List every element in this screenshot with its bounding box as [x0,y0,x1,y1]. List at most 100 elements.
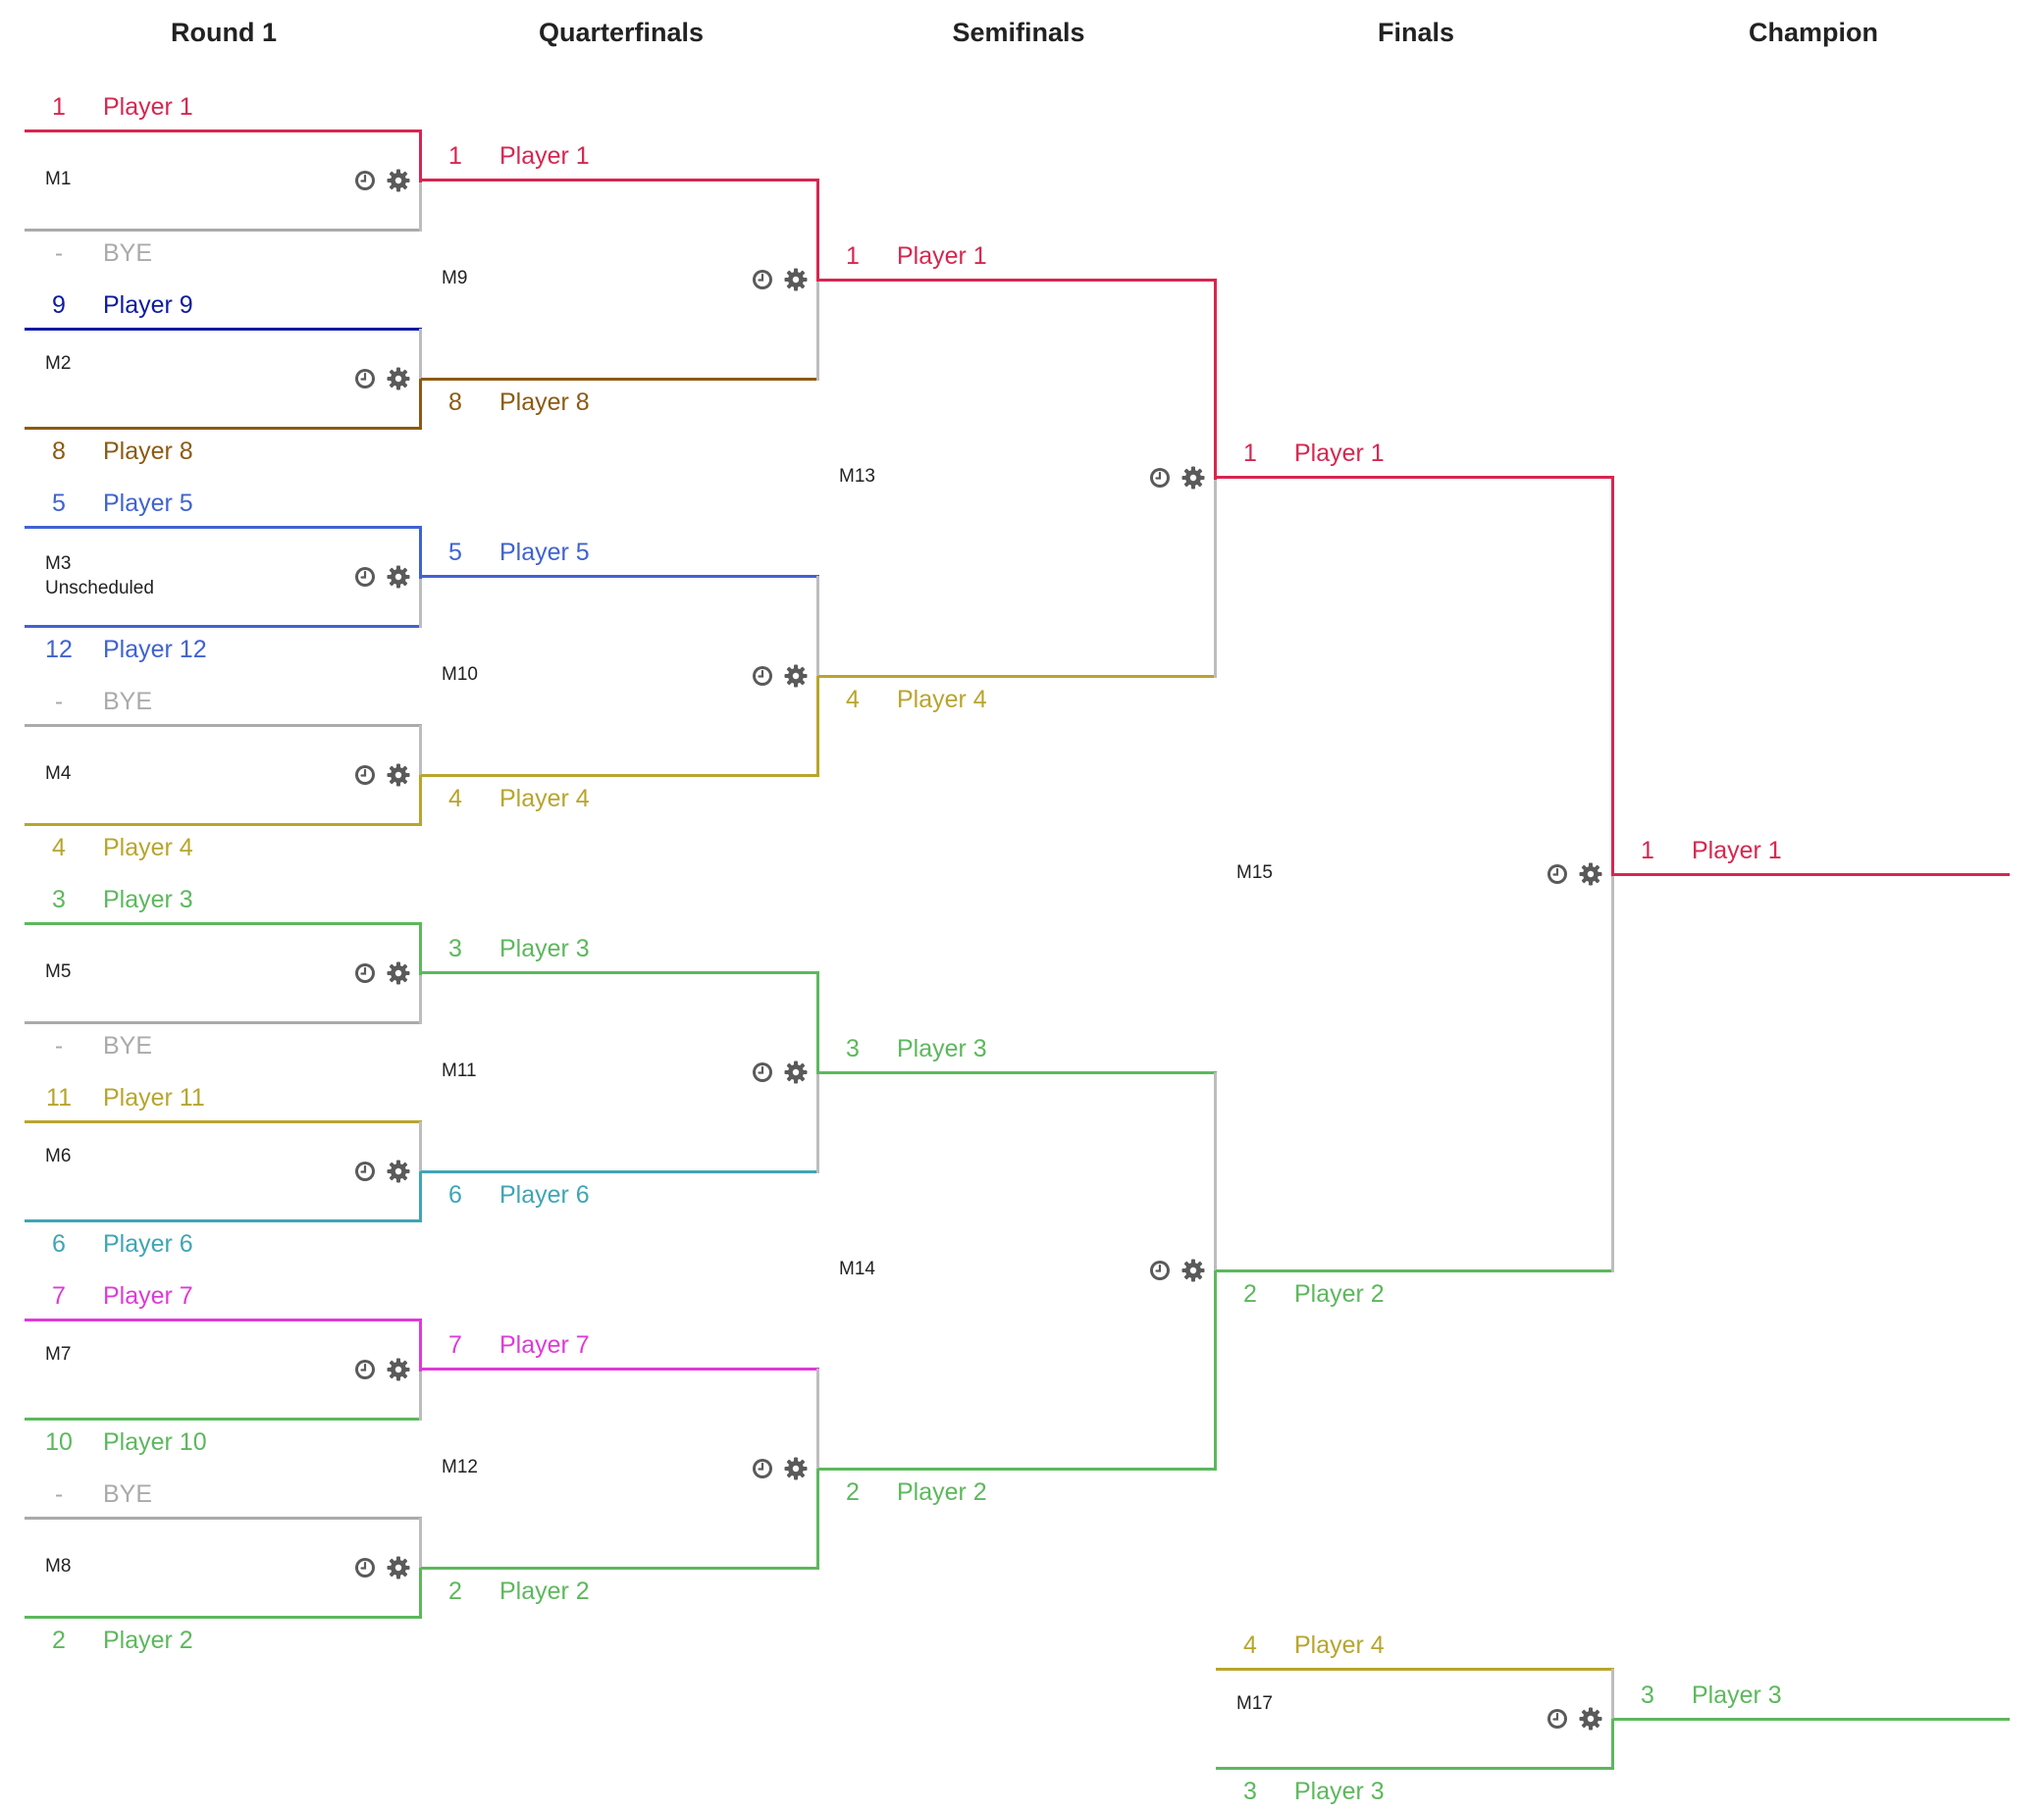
m10-connector-top [816,576,819,676]
gear-icon[interactable] [1181,1259,1205,1282]
m3-bottom-name[interactable]: Player 12 [103,636,207,663]
clock-icon[interactable] [353,1556,377,1579]
gear-icon[interactable] [387,961,410,985]
clock-icon[interactable] [353,565,377,589]
m10-label[interactable]: M10 [442,664,478,685]
m17-top-name[interactable]: Player 4 [1294,1631,1385,1659]
m14-bottom-line [818,1468,1217,1471]
m13-bottom-name[interactable]: Player 4 [897,686,987,713]
m14-bottom-name[interactable]: Player 2 [897,1478,987,1506]
m10-bottom-name[interactable]: Player 4 [499,785,590,812]
round-header-5: Champion [1749,18,1878,47]
gear-icon[interactable] [387,763,410,787]
round-header-2: Quarterfinals [538,18,705,47]
gear-icon[interactable] [1181,466,1205,490]
clock-icon[interactable] [1148,466,1172,490]
clock-icon[interactable] [1546,862,1569,886]
m7-top-name[interactable]: Player 7 [103,1282,193,1310]
m3-top-name[interactable]: Player 5 [103,490,193,517]
m7-label[interactable]: M7 [45,1344,72,1365]
m1-bottom-name[interactable]: BYE [103,239,153,267]
m14-top-name[interactable]: Player 3 [897,1035,987,1062]
m4-top-name[interactable]: BYE [103,688,153,715]
clock-icon[interactable] [1148,1259,1172,1282]
m5-label[interactable]: M5 [45,961,72,982]
m2-top-name[interactable]: Player 9 [103,291,193,319]
third-place-seed: 3 [1641,1682,1654,1709]
m8-top-line [25,1517,422,1520]
m1-top-name[interactable]: Player 1 [103,93,193,121]
m6-bottom-name[interactable]: Player 6 [103,1230,193,1258]
clock-icon[interactable] [353,169,377,192]
m7-top-line [25,1319,422,1321]
m12-top-seed: 7 [448,1331,462,1359]
m8-bottom-name[interactable]: Player 2 [103,1627,193,1654]
m17-bottom-name[interactable]: Player 3 [1294,1778,1385,1805]
m3-label[interactable]: M3 [45,553,72,574]
m15-top-name[interactable]: Player 1 [1294,440,1385,467]
m17-connector-top [1611,1669,1614,1719]
clock-icon[interactable] [353,961,377,985]
gear-icon[interactable] [387,1556,410,1579]
m11-top-name[interactable]: Player 3 [499,935,590,962]
gear-icon[interactable] [1579,1707,1602,1731]
m5-bottom-name[interactable]: BYE [103,1032,153,1060]
gear-icon[interactable] [387,367,410,390]
m1-label[interactable]: M1 [45,169,72,189]
clock-icon[interactable] [751,664,774,688]
m8-label[interactable]: M8 [45,1556,72,1577]
clock-icon[interactable] [353,1160,377,1183]
m7-bottom-name[interactable]: Player 10 [103,1428,207,1456]
m9-label[interactable]: M9 [442,268,468,288]
m13-winner-path [1214,280,1217,480]
clock-icon[interactable] [751,1457,774,1480]
m13-top-name[interactable]: Player 1 [897,242,987,270]
clock-icon[interactable] [353,1358,377,1381]
m11-label[interactable]: M11 [442,1061,477,1081]
m7-connector-bottom [419,1370,422,1421]
m3-winner-path [419,527,422,579]
m10-top-name[interactable]: Player 5 [499,539,590,566]
third-place-name[interactable]: Player 3 [1692,1682,1782,1709]
m13-label[interactable]: M13 [839,466,875,487]
clock-icon[interactable] [1546,1707,1569,1731]
gear-icon[interactable] [1579,862,1602,886]
m8-bottom-seed: 2 [52,1627,66,1654]
clock-icon[interactable] [353,763,377,787]
m9-top-name[interactable]: Player 1 [499,142,590,170]
m3-bottom-line [25,625,422,628]
clock-icon[interactable] [751,268,774,291]
gear-icon[interactable] [784,1457,808,1480]
m12-top-name[interactable]: Player 7 [499,1331,590,1359]
gear-icon[interactable] [784,268,808,291]
gear-icon[interactable] [387,169,410,192]
gear-icon[interactable] [387,565,410,589]
m8-top-name[interactable]: BYE [103,1480,153,1508]
m2-bottom-name[interactable]: Player 8 [103,438,193,465]
m2-label[interactable]: M2 [45,353,72,374]
champion-name[interactable]: Player 1 [1692,837,1782,864]
clock-icon[interactable] [353,367,377,390]
gear-icon[interactable] [387,1160,410,1183]
gear-icon[interactable] [784,1061,808,1084]
m4-bottom-name[interactable]: Player 4 [103,834,193,861]
m12-bottom-name[interactable]: Player 2 [499,1578,590,1605]
m6-label[interactable]: M6 [45,1146,72,1166]
m9-top-line [421,179,819,181]
m12-label[interactable]: M12 [442,1457,478,1477]
m12-top-line [421,1368,819,1371]
m11-bottom-line [421,1170,819,1173]
clock-icon[interactable] [751,1061,774,1084]
m9-bottom-name[interactable]: Player 8 [499,388,590,416]
m15-label[interactable]: M15 [1236,862,1273,883]
m17-label[interactable]: M17 [1236,1693,1273,1714]
gear-icon[interactable] [784,664,808,688]
m14-label[interactable]: M14 [839,1259,875,1279]
m11-bottom-name[interactable]: Player 6 [499,1181,590,1209]
m6-top-name[interactable]: Player 11 [103,1084,205,1112]
m2-bottom-line [25,427,422,430]
m15-bottom-name[interactable]: Player 2 [1294,1280,1385,1308]
gear-icon[interactable] [387,1358,410,1381]
m5-top-name[interactable]: Player 3 [103,886,193,913]
m4-label[interactable]: M4 [45,763,72,784]
